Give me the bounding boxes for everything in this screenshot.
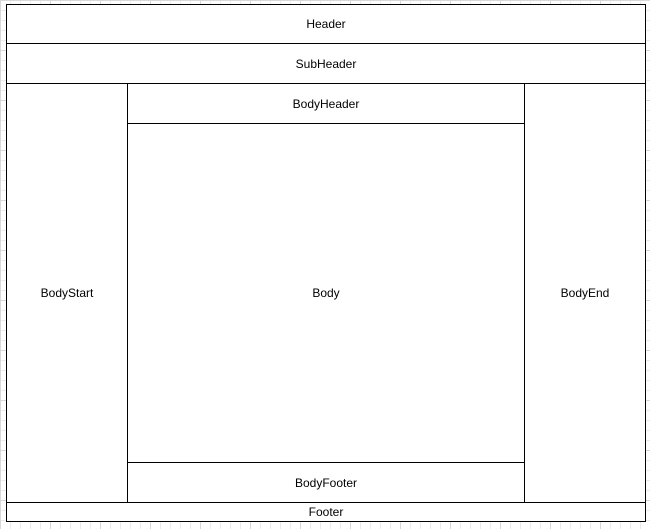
body-region-label: Body bbox=[312, 286, 340, 300]
footer-region-shape[interactable]: Footer bbox=[7, 502, 645, 521]
header-region-shape[interactable]: Header bbox=[7, 5, 645, 44]
subheader-region-shape[interactable]: SubHeader bbox=[7, 44, 645, 84]
footer-region-label: Footer bbox=[308, 505, 344, 519]
body-header-region-label: BodyHeader bbox=[292, 96, 360, 111]
body-end-region-shape[interactable]: BodyEnd bbox=[524, 84, 645, 502]
body-start-region-shape[interactable]: BodyStart bbox=[7, 84, 128, 502]
layout-frame: Header SubHeader BodyStart BodyHeader Bo… bbox=[6, 4, 646, 522]
body-header-region-shape[interactable]: BodyHeader bbox=[128, 84, 524, 124]
body-footer-region-shape[interactable]: BodyFooter bbox=[128, 462, 524, 502]
subheader-region-label: SubHeader bbox=[295, 56, 357, 71]
body-start-region-label: BodyStart bbox=[40, 286, 94, 300]
body-end-region-label: BodyEnd bbox=[560, 286, 610, 300]
body-footer-region-label: BodyFooter bbox=[294, 475, 358, 490]
header-region-label: Header bbox=[306, 17, 346, 31]
body-region-shape[interactable]: Body bbox=[128, 124, 524, 462]
